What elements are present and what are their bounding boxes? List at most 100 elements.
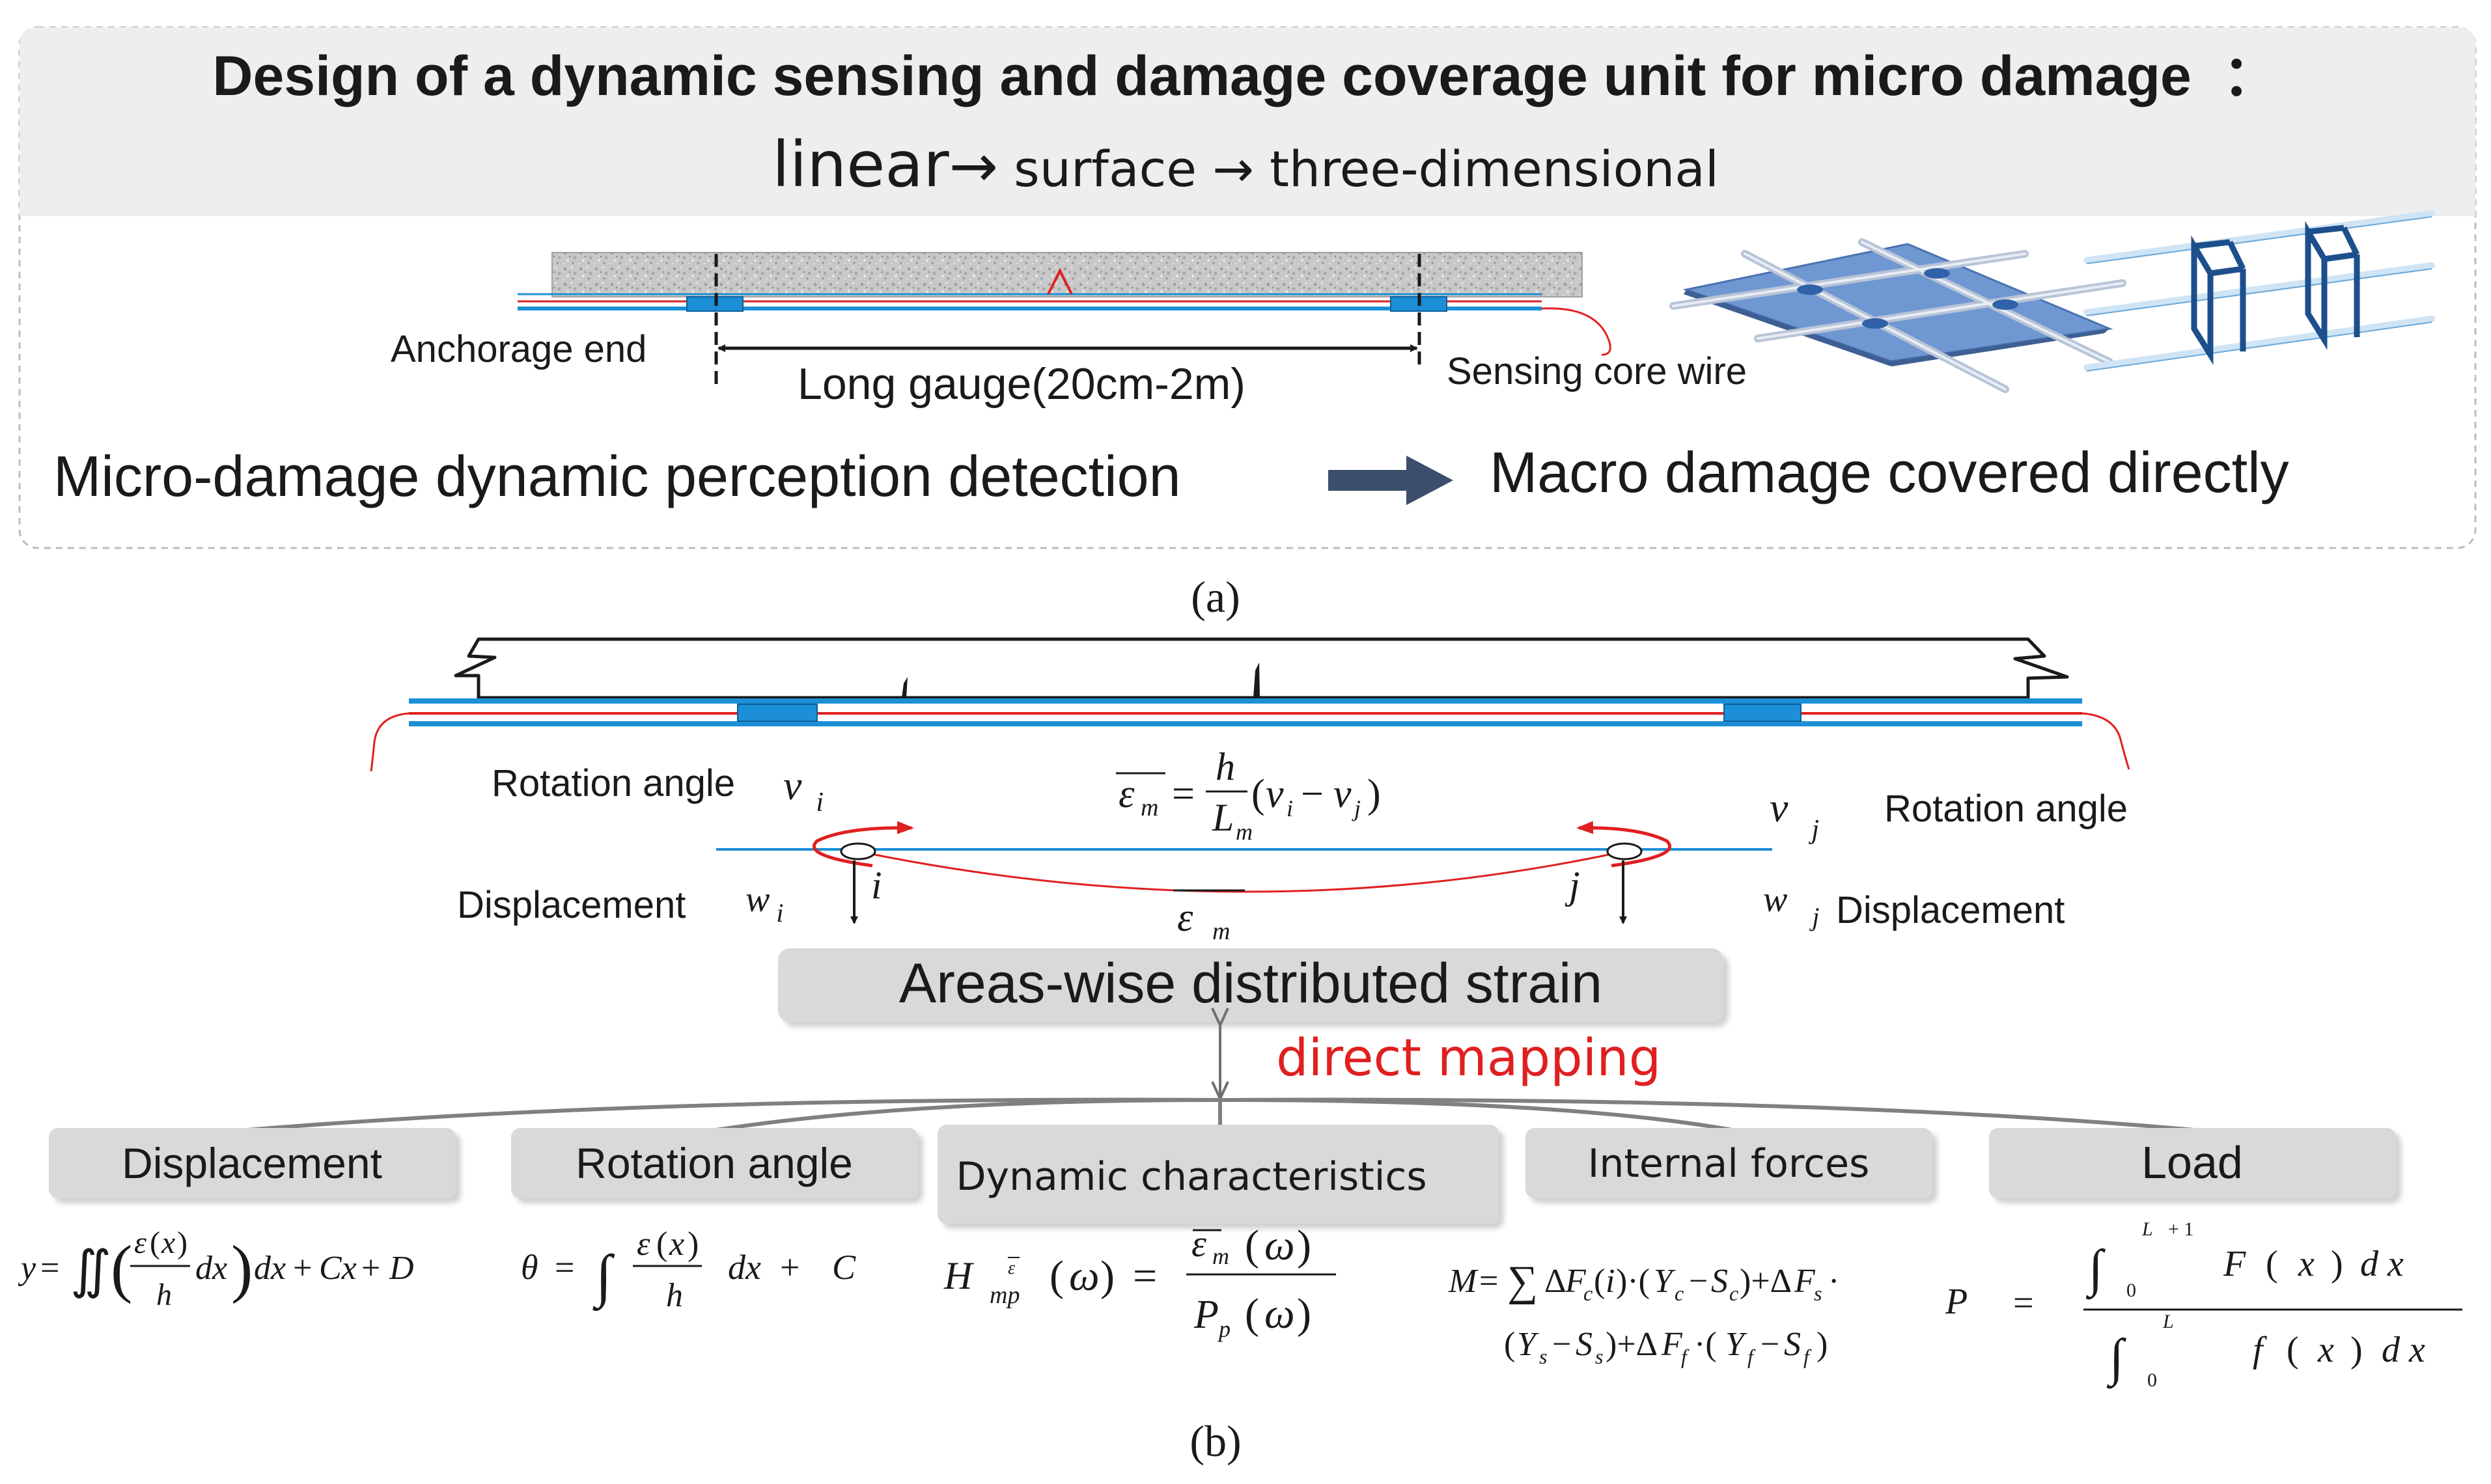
- svg-text:H: H: [943, 1254, 975, 1297]
- svg-text:ω: ω: [1264, 1290, 1295, 1338]
- svg-text:): ): [1297, 1222, 1311, 1269]
- svg-text:0: 0: [2126, 1280, 2136, 1301]
- svg-text:): ): [688, 1226, 699, 1263]
- direct-mapping-label: direct mapping: [1276, 1029, 1661, 1088]
- svg-text:m: m: [1141, 794, 1158, 821]
- sensing-wire-tail: [1541, 307, 1611, 356]
- svg-text:): ): [2331, 1244, 2343, 1284]
- rotation-arc-j: [1576, 821, 1672, 868]
- svg-text:(: (: [1050, 1252, 1064, 1300]
- formula-displacement: y = ∬ ( ε ( x ) h dx ) dx + Cx + D: [18, 1226, 414, 1312]
- beam-b: [370, 637, 2130, 772]
- svg-text:s: s: [1539, 1345, 1547, 1368]
- svg-text:=: =: [2013, 1283, 2034, 1323]
- box-load-bg: [1989, 1128, 2396, 1198]
- mean-strain-formula: ε m = h L m ( v i − v j ): [1116, 745, 1381, 845]
- svg-text:): ): [177, 1226, 188, 1260]
- cage-long-bars-edge: [2086, 216, 2432, 372]
- node-j: [1606, 842, 1643, 860]
- svg-text:ε: ε: [1177, 896, 1193, 940]
- svg-text:∫: ∫: [2106, 1329, 2127, 1389]
- svg-text:x: x: [669, 1226, 684, 1263]
- mapping-fan: [247, 1097, 2195, 1172]
- svg-text:=: =: [1133, 1252, 1157, 1300]
- mesh-nodes: [1797, 268, 2018, 329]
- svg-text:=: =: [40, 1250, 59, 1287]
- svg-text:dx: dx: [728, 1248, 761, 1287]
- svg-text:Cx: Cx: [319, 1250, 357, 1287]
- formula-rotation: θ = ∫ ε ( x ) h dx + C: [521, 1226, 856, 1314]
- svg-text:·: ·: [1828, 1263, 1839, 1300]
- svg-text:P: P: [1193, 1293, 1219, 1337]
- beam-sensor-diagram: Anchorage end Long gauge(20cm-2m) Sensin…: [391, 252, 1747, 409]
- svg-text:f: f: [1803, 1345, 1812, 1368]
- svg-text:S: S: [1711, 1263, 1728, 1300]
- svg-text:(: (: [1245, 1222, 1259, 1269]
- svg-text:S: S: [1576, 1326, 1593, 1363]
- three-dimensional-cage: [2083, 210, 2435, 372]
- rotation-angle-left-label: Rotation angle: [492, 762, 735, 804]
- svg-text:): ): [1297, 1290, 1311, 1338]
- svg-text:f: f: [1681, 1345, 1690, 1368]
- svg-text:): ): [1816, 1326, 1828, 1363]
- svg-text:(: (: [2266, 1244, 2278, 1284]
- formula-internal-forces: M = ∑ Δ F c ( i )·( Y c − S c )+Δ F s · …: [1448, 1257, 1839, 1368]
- anchor-b-right: [1723, 704, 1802, 722]
- svg-text:): ): [231, 1232, 253, 1304]
- svg-text:−: −: [1689, 1263, 1708, 1300]
- svg-text:0: 0: [2147, 1369, 2157, 1391]
- svg-text:x: x: [161, 1226, 175, 1260]
- svg-text:+: +: [361, 1250, 380, 1287]
- formula-load: P = ∫ 0 L + 1 F ( x ) d x ∫ 0 L f ( x ) …: [1945, 1218, 2462, 1391]
- svg-text:−: −: [1552, 1326, 1571, 1363]
- svg-text:)+Δ: )+Δ: [1740, 1263, 1792, 1300]
- rotation-arc-i: [812, 821, 914, 868]
- svg-text:(: (: [1251, 772, 1265, 816]
- svg-text:ε: ε: [1191, 1222, 1206, 1265]
- svg-text:S: S: [1784, 1326, 1801, 1363]
- svg-text:(: (: [1594, 1263, 1605, 1300]
- box-dynamic-bg: [938, 1125, 1499, 1224]
- svg-text:L: L: [2141, 1218, 2153, 1240]
- svg-text:F: F: [1794, 1263, 1816, 1300]
- svg-text:h: h: [1216, 745, 1235, 788]
- svg-text:): ): [2350, 1330, 2363, 1370]
- deflection-curve: [857, 850, 1625, 893]
- box-rotation-label: Rotation angle: [576, 1139, 853, 1187]
- svg-text:ε: ε: [134, 1226, 146, 1260]
- svg-text:(: (: [150, 1226, 160, 1260]
- svg-text:F: F: [2223, 1244, 2246, 1284]
- surface-sensor-mesh: [1669, 238, 2126, 393]
- svg-text:+: +: [780, 1248, 800, 1287]
- svg-text:P: P: [1945, 1282, 1968, 1322]
- svg-text:∬: ∬: [70, 1242, 111, 1299]
- panel-a-label: (a): [1191, 572, 1240, 622]
- svg-text:c: c: [1729, 1282, 1738, 1305]
- svg-text:m: m: [1212, 918, 1230, 945]
- svg-text:+ 1: + 1: [2168, 1218, 2193, 1240]
- macro-damage-statement: Macro damage covered directly: [1490, 440, 2289, 504]
- svg-text:f: f: [2253, 1330, 2268, 1370]
- svg-text:ε: ε: [637, 1226, 650, 1263]
- svg-text:y: y: [18, 1250, 36, 1287]
- crack-2: [1253, 663, 1260, 698]
- panel-b-label: (b): [1190, 1416, 1241, 1466]
- crack-mark: [1047, 268, 1073, 295]
- box-dynamic-label: Dynamic characteristics: [956, 1154, 1426, 1200]
- svg-text:θ: θ: [521, 1248, 538, 1287]
- svg-text:c: c: [1583, 1282, 1593, 1305]
- svg-text:h: h: [156, 1278, 172, 1312]
- svg-text:ω: ω: [1264, 1222, 1295, 1269]
- svg-text:h: h: [666, 1277, 683, 1314]
- svg-text:i: i: [1287, 795, 1293, 821]
- cage-stirrup-1: [2191, 235, 2246, 365]
- node-j-label: j: [1565, 864, 1580, 907]
- svg-text:Δ: Δ: [1544, 1263, 1566, 1300]
- box-internal-label: Internal forces: [1588, 1141, 1870, 1187]
- svg-text:v: v: [1333, 772, 1352, 816]
